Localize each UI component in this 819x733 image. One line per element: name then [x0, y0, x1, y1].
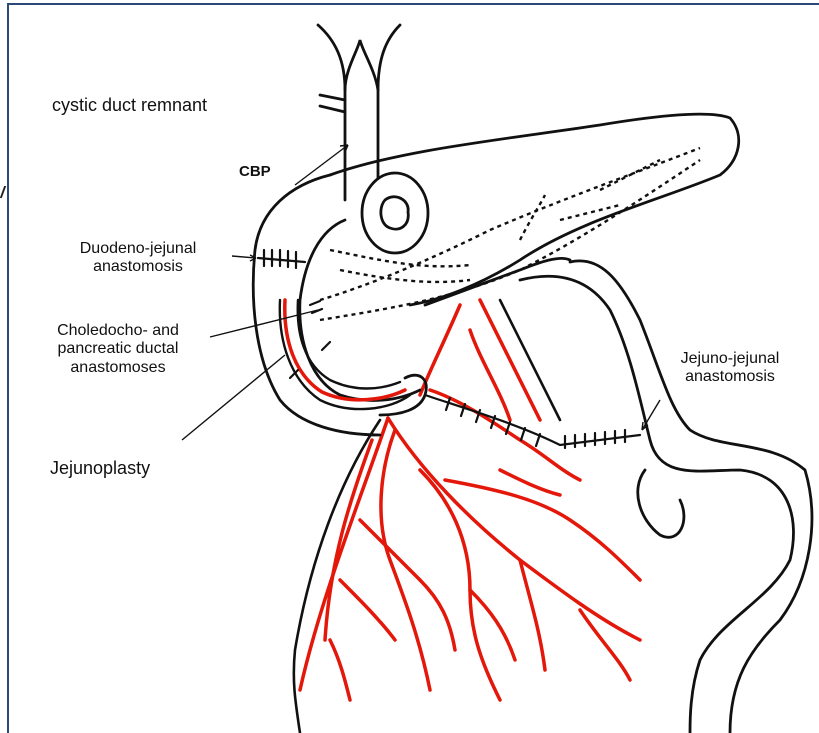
label-choledocho-pancreatic: Choledocho- and pancreatic ductal anasto…	[34, 322, 202, 377]
label-cbp: CBP	[239, 163, 271, 180]
label-duodeno-jejunal-anastomosis: Duodeno-jejunal anastomosis	[56, 240, 220, 277]
label-choledocho-line3: anastomoses	[34, 359, 202, 377]
cbp-pointer	[295, 145, 348, 185]
label-duodeno-line2: anastomosis	[56, 258, 220, 276]
label-jejuno-jejunal-anastomosis: Jejuno-jejunal anastomosis	[660, 350, 800, 387]
label-choledocho-line2: pancreatic ductal	[34, 340, 202, 358]
label-jejuno-line2: anastomosis	[660, 368, 800, 386]
label-duodeno-line1: Duodeno-jejunal	[56, 240, 220, 258]
bile-duct-cut-end	[362, 173, 428, 253]
mesenteric-vessels	[300, 300, 640, 700]
label-cystic-duct-remnant: cystic duct remnant	[52, 95, 207, 116]
label-jejuno-line1: Jejuno-jejunal	[660, 350, 800, 368]
suture-lines	[258, 250, 640, 448]
label-choledocho-line1: Choledocho- and	[34, 322, 202, 340]
label-jejunoplasty: Jejunoplasty	[50, 458, 150, 479]
efferent-loop	[520, 261, 812, 733]
